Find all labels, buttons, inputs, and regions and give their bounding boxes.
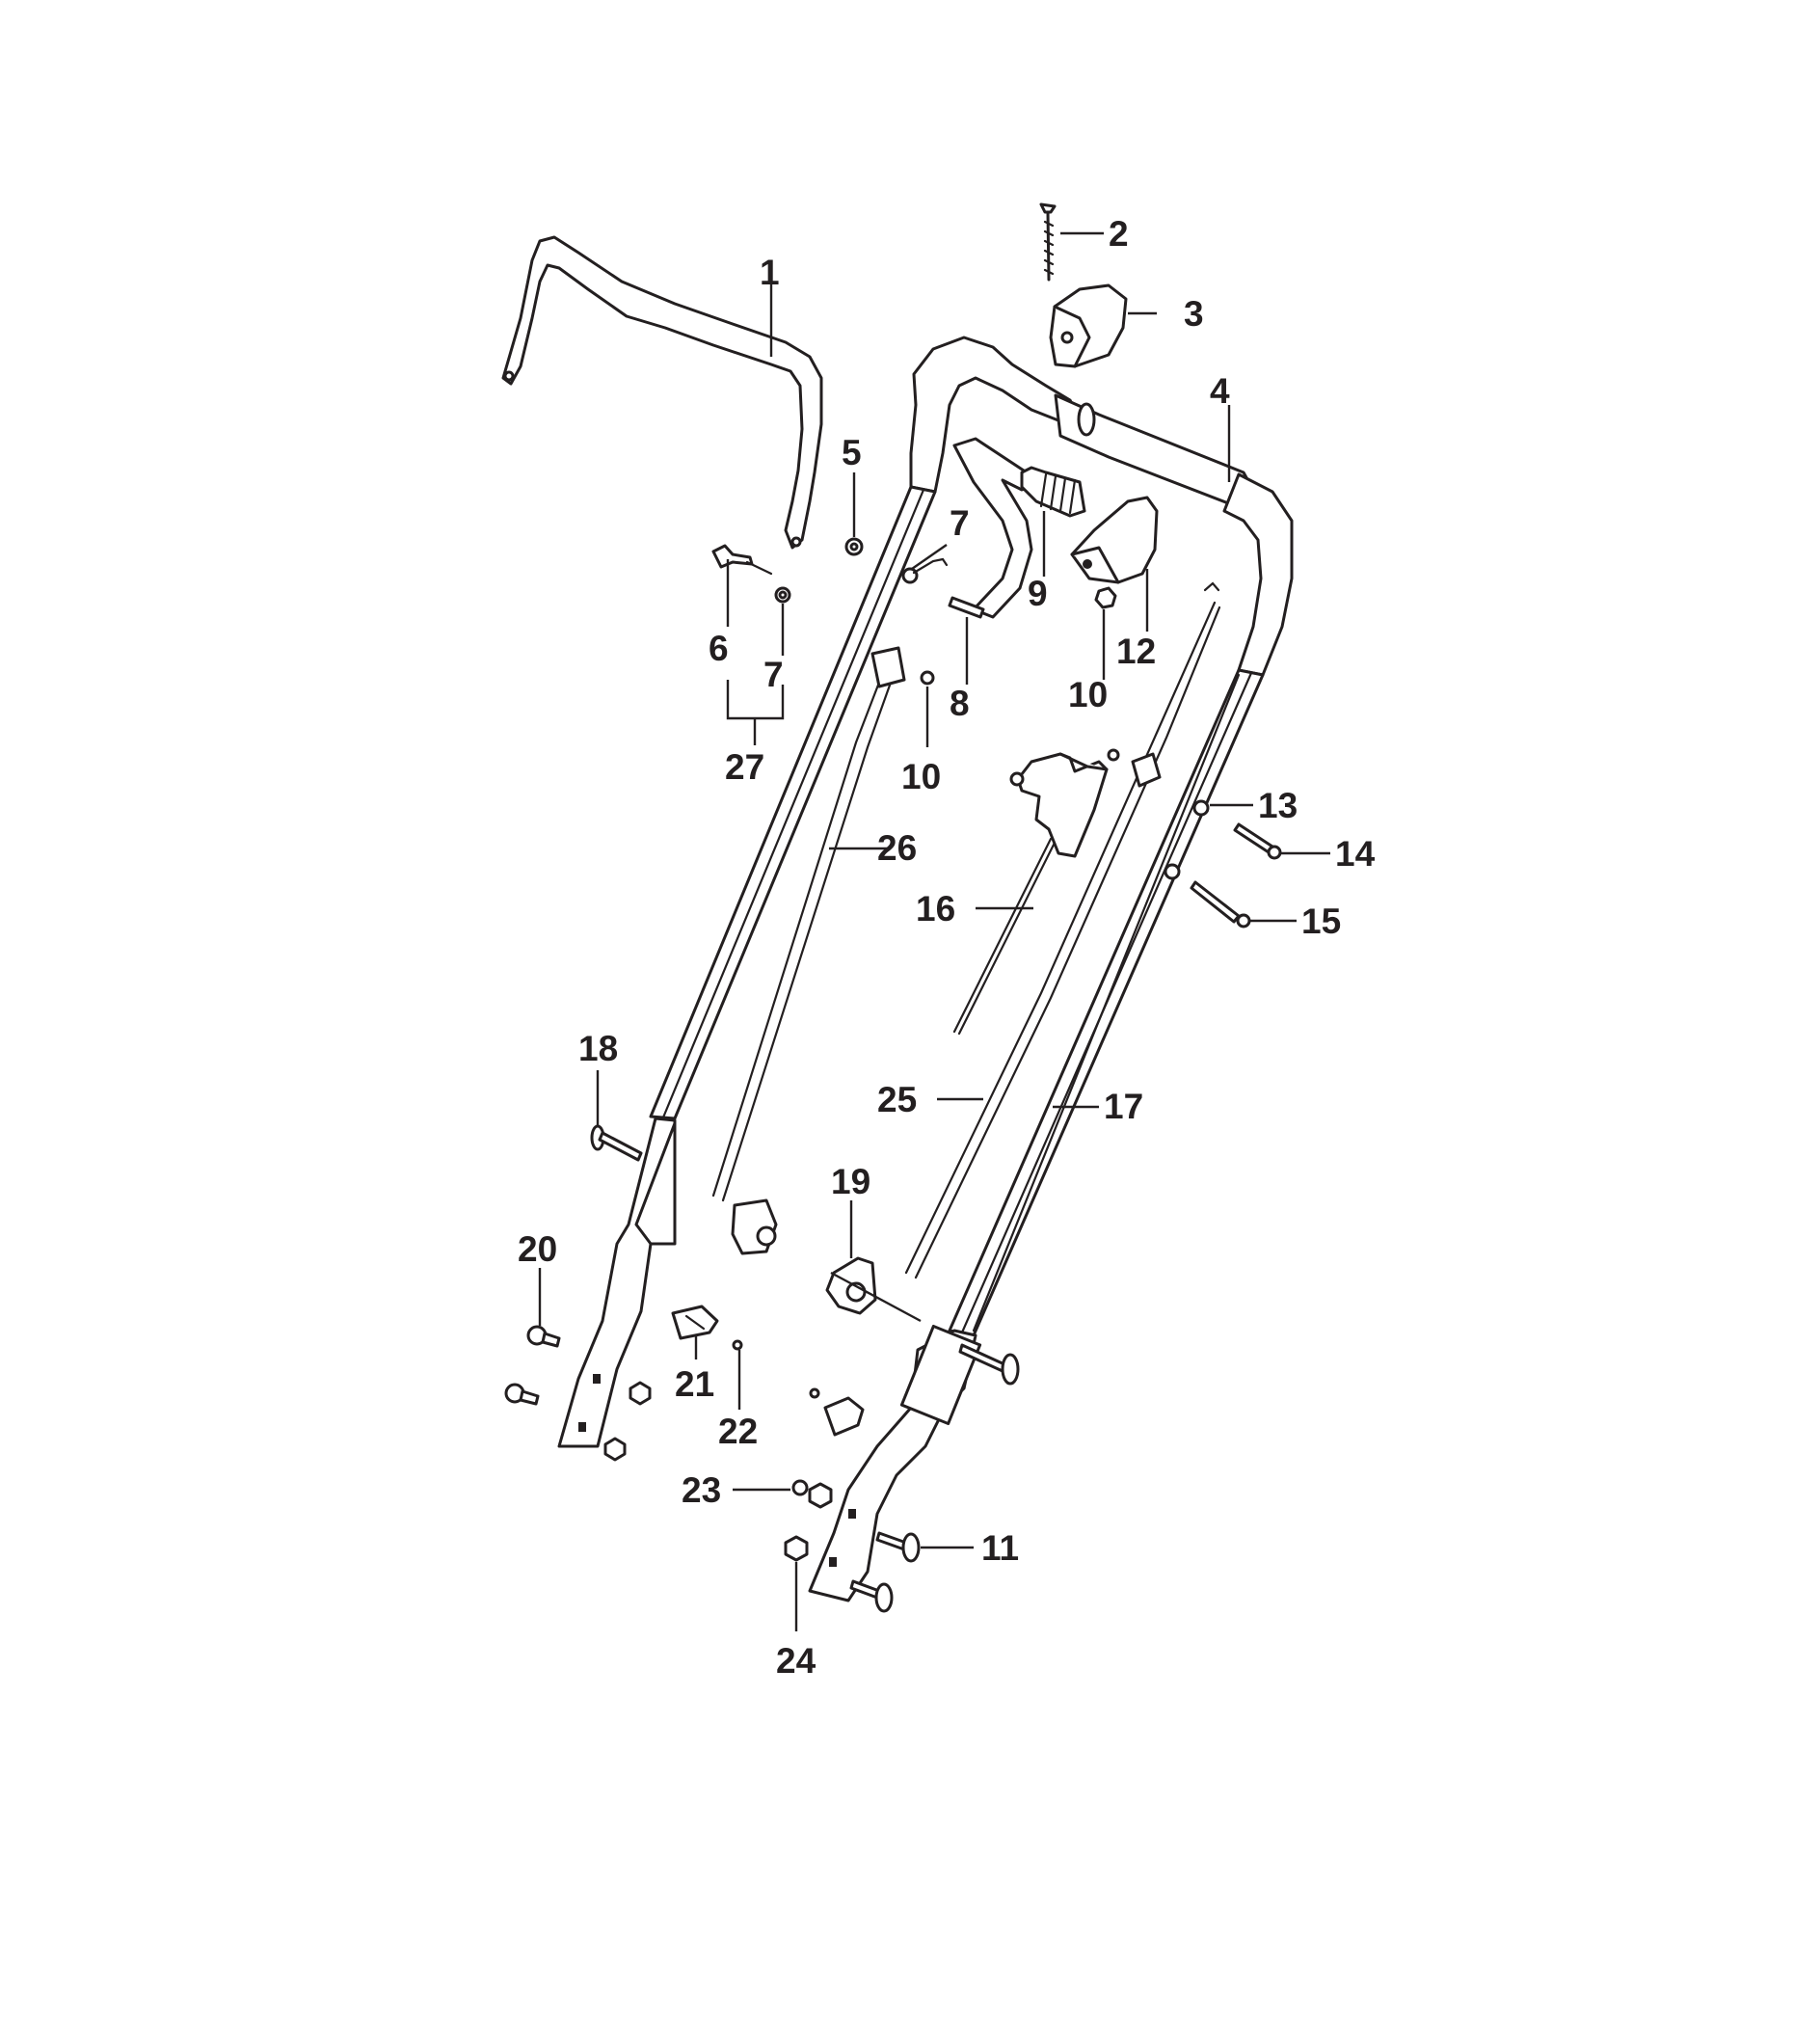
part-20-bolt-lower: [504, 1383, 540, 1406]
part-6-clip: [711, 544, 773, 576]
cable-clip-right: [1107, 581, 1220, 788]
part-18-bolt: [590, 1124, 643, 1162]
callout-25: 25: [877, 1080, 917, 1119]
leader-lines: [538, 231, 1330, 1631]
nut-left-upper: [629, 1381, 652, 1406]
part-1-control-bail: [501, 235, 823, 550]
part-19-knob-right: [825, 1256, 877, 1315]
callout-18: 18: [578, 1029, 618, 1068]
callout-23: 23: [682, 1470, 721, 1510]
part-13-washer: [1192, 799, 1210, 817]
callout-14: 14: [1335, 834, 1376, 874]
part-21-clip-left: [671, 1305, 719, 1340]
callout-19: 19: [831, 1162, 870, 1201]
callout-11: 11: [981, 1528, 1019, 1568]
callout-27: 27: [725, 747, 764, 787]
callout-16: 16: [916, 889, 955, 929]
callout-5: 5: [842, 433, 862, 472]
lower-handle-right: [808, 1324, 982, 1602]
part-2-screw: [1039, 202, 1057, 282]
callout-26: 26: [877, 828, 917, 868]
callout-7-lower: 7: [763, 655, 784, 694]
part-12-lower-cover: [1070, 496, 1159, 584]
callout-24: 24: [776, 1641, 816, 1681]
part-4-upper-handle: [649, 336, 1294, 1337]
part-14-bolt: [1233, 822, 1282, 860]
cable-clip-left: [870, 646, 935, 688]
callout-12: 12: [1116, 632, 1156, 671]
clip-right: [809, 1387, 865, 1437]
nut-left-lower: [603, 1437, 627, 1462]
callout-10-center: 10: [1068, 675, 1108, 714]
callout-21: 21: [675, 1364, 714, 1404]
callout-10-left: 10: [901, 757, 941, 796]
callout-9: 9: [1028, 574, 1048, 613]
callout-4: 4: [1210, 371, 1230, 411]
part-10-nut-center: [1094, 586, 1117, 609]
carriage-bolt-right: [958, 1343, 1020, 1386]
callout-1: 1: [760, 253, 780, 292]
part-20-bolt-upper: [526, 1325, 561, 1348]
callout-6: 6: [709, 629, 729, 668]
part-23-nut: [808, 1482, 833, 1509]
part-16-switch-box: [1009, 752, 1109, 858]
part-19-knob-left: [731, 1198, 778, 1255]
callout-22: 22: [718, 1412, 758, 1451]
part-9-switch-lever: [952, 437, 1086, 619]
part-23-washer: [791, 1479, 809, 1496]
callout-20: 20: [518, 1229, 557, 1269]
part-3-upper-cover: [1049, 283, 1128, 368]
part-15-bolt: [1164, 863, 1251, 929]
part-22-screw: [732, 1339, 743, 1351]
part-5-washer: [844, 537, 864, 556]
part-7-spring: [901, 557, 949, 584]
callout-2: 2: [1109, 214, 1129, 254]
callout-3: 3: [1184, 294, 1204, 334]
callout-17: 17: [1104, 1087, 1143, 1126]
callout-15: 15: [1301, 902, 1341, 941]
lower-handle-left: [557, 1117, 677, 1448]
part-24-nut: [784, 1535, 809, 1562]
part-11-bolt-lower: [849, 1579, 894, 1613]
callout-8: 8: [950, 684, 970, 723]
callout-7-upper: 7: [950, 503, 970, 543]
callout-labels: 1 2 3 4 5 7 9 12 6 7 8 10 27 10 13 14 26…: [518, 214, 1376, 1681]
cables: [711, 601, 1241, 1333]
part-11-bolt-upper: [875, 1531, 921, 1563]
callout-13: 13: [1258, 786, 1298, 825]
part-8-pin: [948, 596, 985, 619]
part-7-nut: [774, 586, 791, 604]
